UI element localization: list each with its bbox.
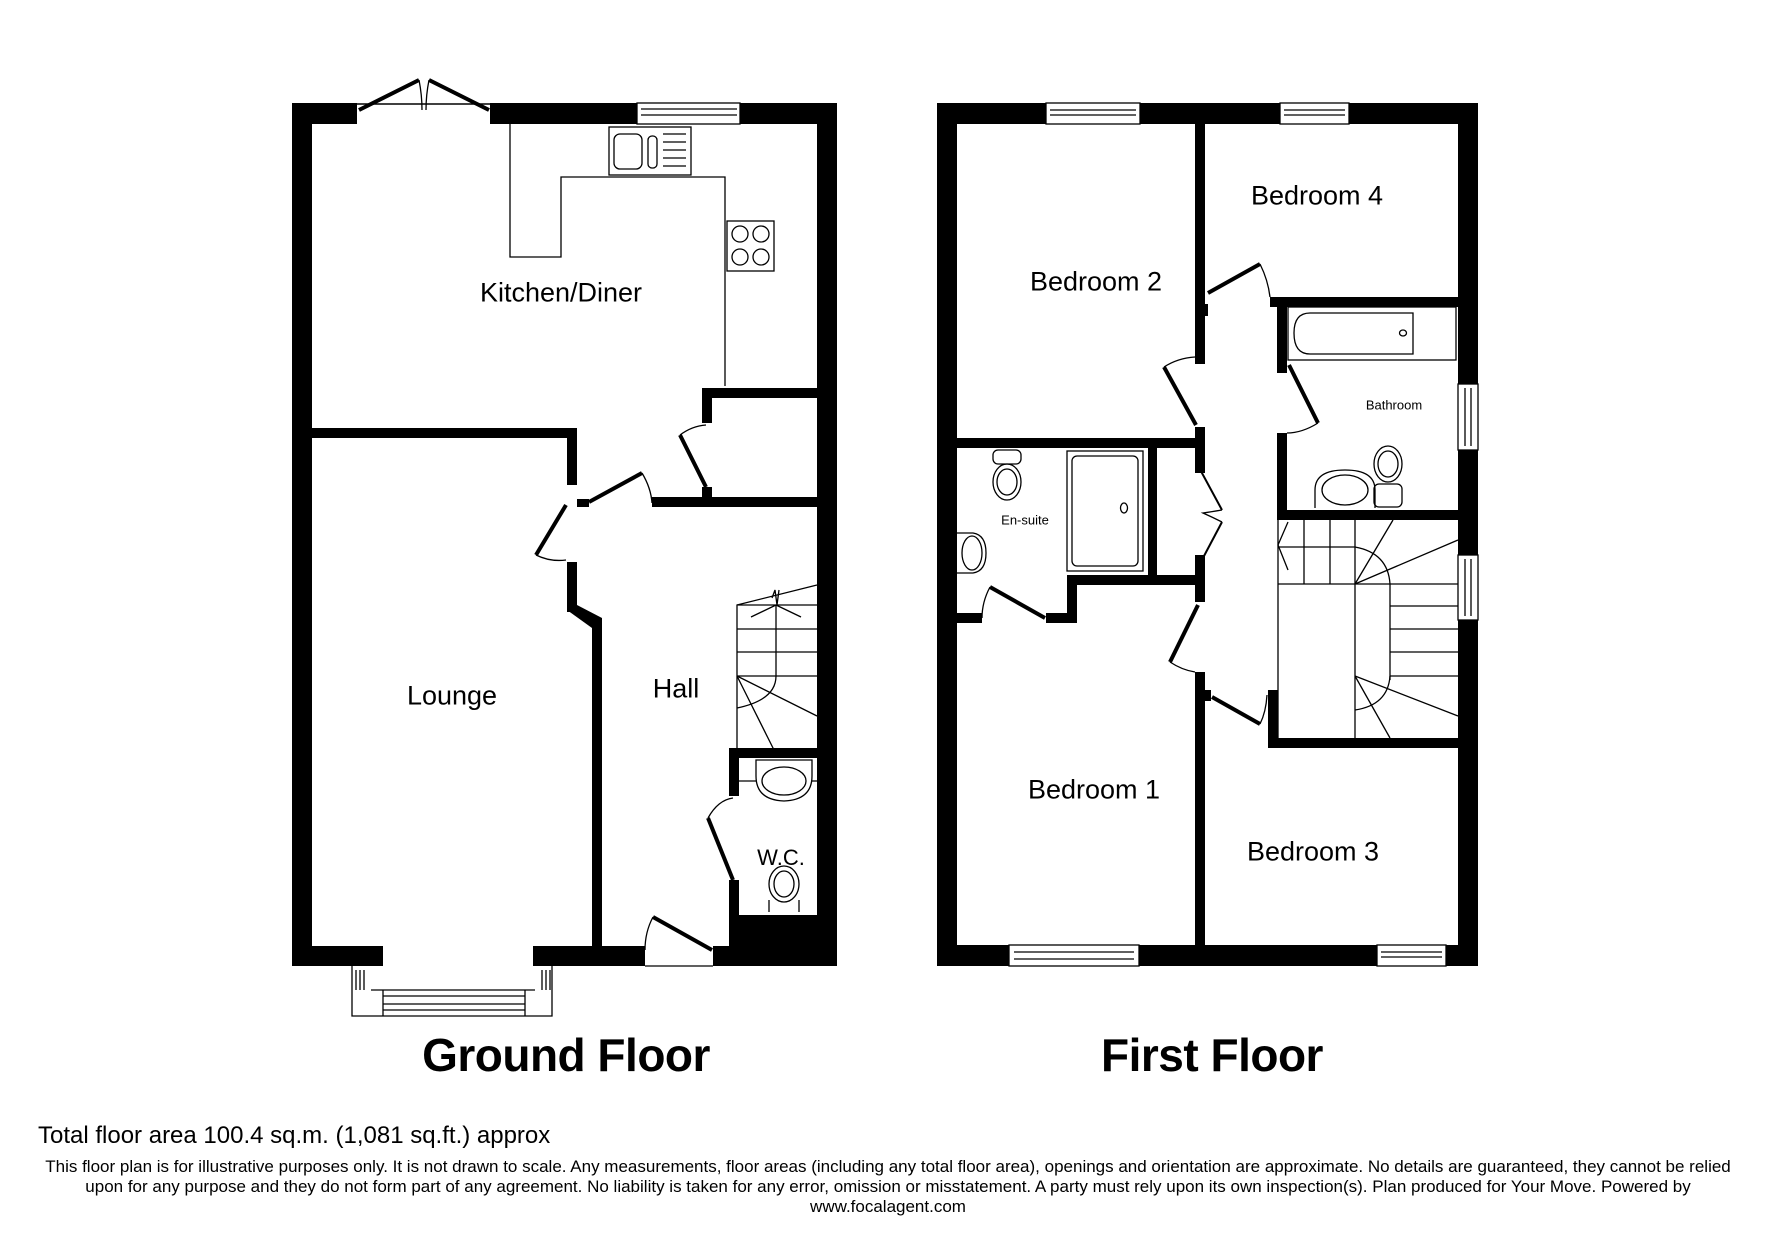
toilet-icon [1373,445,1403,508]
wall [1195,124,1205,304]
wall [1270,297,1458,307]
wall [567,562,577,612]
wall [577,499,589,507]
wall [533,946,645,966]
wall [1195,555,1205,602]
basin-icon [1314,469,1376,508]
floor-title-first: First Floor [1101,1029,1323,1081]
wall [1195,304,1208,316]
room-label-en-suite: En-suite [1001,512,1049,528]
wall [292,103,312,966]
wall [1268,738,1458,748]
wall [1195,427,1205,473]
wall [729,915,837,966]
basin-icon [755,759,813,802]
first-floor-plan [937,103,1478,966]
wall [729,748,739,796]
wall [937,945,1009,966]
wall [1195,672,1205,945]
wall [702,388,817,398]
wall [1205,690,1211,701]
wall [937,103,1046,124]
wall [937,103,957,966]
wall [740,103,837,124]
room-label-wc: W.C. [757,845,805,870]
ground-floor-plan [292,103,837,966]
wall [1268,690,1278,748]
window [1279,102,1350,125]
wall [1446,945,1478,966]
wall [817,103,837,966]
room-label-lounge: Lounge [406,680,498,711]
wall [1277,510,1458,520]
wall [292,946,382,966]
wall [1140,103,1280,124]
window [1457,383,1479,451]
wall [292,103,357,124]
wall [702,388,712,423]
wall [363,946,383,966]
wall [729,748,817,758]
room-label-bathroom: Bathroom [1365,397,1423,413]
window [1045,102,1141,125]
room-label-hall: Hall [652,673,700,704]
window [1376,944,1447,967]
wall [1139,945,1377,966]
room-label-bedroom-2: Bedroom 2 [1029,266,1163,297]
total-floor-area: Total floor area 100.4 sq.m. (1,081 sq.f… [38,1122,551,1149]
wall [1067,575,1205,585]
wall [490,103,637,124]
window [1457,554,1479,621]
window [1008,944,1140,967]
staircase-icon [1277,519,1459,739]
room-label-kitchen-diner: Kitchen/Diner [479,277,643,308]
wall [652,497,817,507]
wall [567,428,577,485]
room-label-bedroom-4: Bedroom 4 [1250,180,1384,211]
wall [957,438,1205,448]
wall [1458,620,1478,966]
wall [312,428,577,438]
toilet-icon [992,449,1022,501]
disclaimer-text: This floor plan is for illustrative purp… [45,1157,1731,1216]
ground-floor-fixtures [351,78,818,1017]
wall [1458,450,1478,555]
hob-icon [726,220,775,272]
room-label-bedroom-1: Bedroom 1 [1027,774,1161,805]
wall [1148,448,1157,575]
wall [592,620,602,946]
shower-icon [1066,450,1144,572]
room-label-bedroom-3: Bedroom 3 [1246,836,1380,867]
wall [1349,103,1478,124]
window [636,102,741,125]
wall [1277,433,1287,519]
wall [1067,575,1077,615]
wall [702,487,712,499]
wall [1277,297,1287,373]
sink-icon [608,126,692,176]
floor-title-ground: Ground Floor [422,1029,710,1081]
first-floor-fixtures [957,102,1479,967]
wall [957,613,982,623]
toilet-icon [768,865,800,912]
staircase-icon [736,584,818,751]
wall [1195,316,1205,364]
wall [1046,613,1077,623]
basin-icon [957,532,987,574]
bath-icon [1287,306,1457,361]
